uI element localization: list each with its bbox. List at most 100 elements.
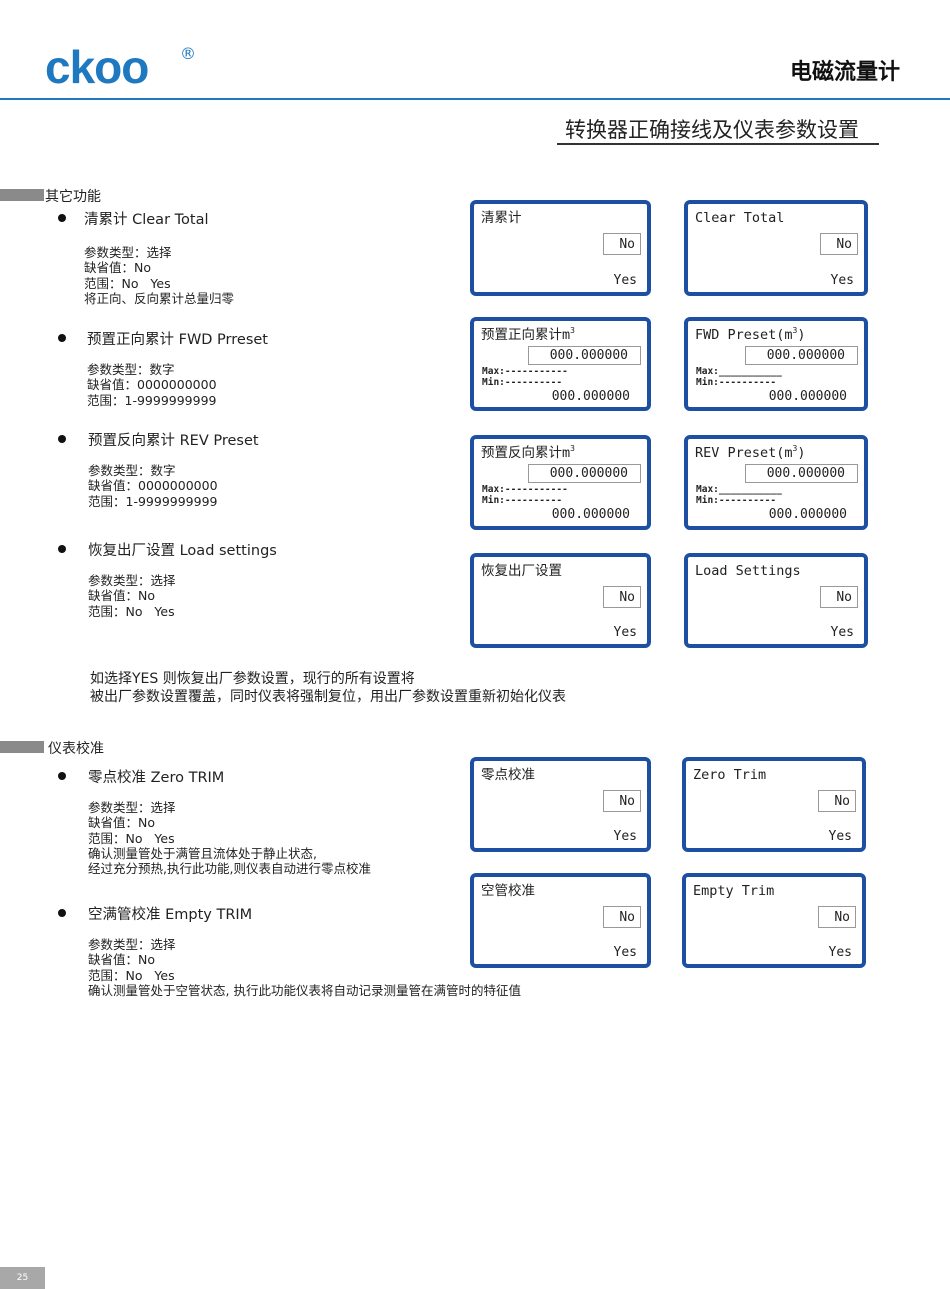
superscript: 3 <box>570 444 575 453</box>
panel-title-text: Empty Trim <box>693 883 775 899</box>
panel-title-text: Zero Trim <box>693 767 767 783</box>
section-marker <box>0 741 44 753</box>
selected-value-box[interactable]: No <box>603 906 641 928</box>
header-divider <box>0 98 950 100</box>
superscript: 3 <box>792 444 798 453</box>
item-description: 参数类型：选择 缺省值：No 范围：No Yes 将正向、反向累计总量归零 <box>84 245 235 306</box>
page-number: 25 <box>0 1267 45 1289</box>
panel-title-suffix: ) <box>797 327 806 343</box>
subtitle-underline <box>557 143 879 145</box>
current-value: 000.000000 <box>551 507 630 522</box>
panel-title: REV Preset(m3) <box>695 445 806 462</box>
current-value: 000.000000 <box>768 507 847 522</box>
section-title-other-functions: 其它功能 <box>45 189 101 205</box>
panel-title: 预置正向累计m3 <box>481 327 575 344</box>
panel-title-text: REV Preset(m <box>695 445 793 461</box>
load-settings-note: 如选择YES 则恢复出厂参数设置，现行的所有设置将 被出厂参数设置覆盖，同时仪表… <box>90 671 566 705</box>
bullet-icon <box>58 435 66 443</box>
selected-value-box[interactable]: No <box>820 586 858 608</box>
current-value: 000.000000 <box>768 389 847 404</box>
current-value: 000.000000 <box>551 389 630 404</box>
selected-value-box[interactable]: No <box>818 790 856 812</box>
page-subtitle: 转换器正确接线及仪表参数设置 <box>565 118 859 142</box>
item-title: 预置反向累计 REV Preset <box>88 433 259 449</box>
panel-title: Zero Trim <box>693 767 766 784</box>
item-description: 参数类型：数字 缺省值：0000000000 范围：1-9999999999 <box>88 463 218 509</box>
panel-title-suffix: ) <box>797 445 806 461</box>
item-title: 零点校准 Zero TRIM <box>88 770 225 786</box>
product-title: 电磁流量计 <box>789 60 900 85</box>
registered-mark: ® <box>180 44 196 63</box>
item-title: 清累计 Clear Total <box>84 212 209 228</box>
option-yes: Yes <box>613 945 637 960</box>
panel-title: Load Settings <box>695 563 801 580</box>
panel-title: 清累计 <box>481 210 522 227</box>
item-description: 参数类型：数字 缺省值：0000000000 范围：1-9999999999 <box>87 362 217 408</box>
panel-title-text: 零点校准 <box>481 767 535 783</box>
selected-value-box[interactable]: No <box>820 233 858 255</box>
panel-title-text: Clear Total <box>695 210 785 226</box>
panel-title-text: Load Settings <box>695 563 801 579</box>
min-label: Min:---------- <box>482 495 563 506</box>
option-yes: Yes <box>613 273 637 288</box>
max-label: Max:----------- <box>482 366 568 377</box>
item-description: 参数类型：选择 缺省值：No 范围：No Yes <box>88 573 176 619</box>
panel-title-text: 清累计 <box>481 210 522 226</box>
panel-title: 恢复出厂设置 <box>481 563 562 580</box>
item-title: 预置正向累计 FWD Prreset <box>87 332 268 348</box>
value-input[interactable]: 000.000000 <box>528 464 641 483</box>
section-title-calibration: 仪表校准 <box>48 741 104 757</box>
option-yes: Yes <box>828 945 852 960</box>
option-yes: Yes <box>830 625 854 640</box>
min-label: Min:---------- <box>482 377 563 388</box>
min-label: Min:---------- <box>696 495 777 506</box>
panel-title: 预置反向累计m3 <box>481 445 575 462</box>
superscript: 3 <box>570 326 575 335</box>
option-yes: Yes <box>830 273 854 288</box>
option-yes: Yes <box>613 829 637 844</box>
panel-title: 零点校准 <box>481 767 535 784</box>
option-yes: Yes <box>613 625 637 640</box>
panel-title: FWD Preset(m3) <box>695 327 806 344</box>
value-input[interactable]: 000.000000 <box>745 346 858 365</box>
value-input[interactable]: 000.000000 <box>528 346 641 365</box>
value-input[interactable]: 000.000000 <box>745 464 858 483</box>
selected-value-box[interactable]: No <box>603 586 641 608</box>
section-marker <box>0 189 44 201</box>
max-label: Max:----------- <box>482 484 568 495</box>
item-title: 空满管校准 Empty TRIM <box>88 907 253 923</box>
bullet-icon <box>58 334 66 342</box>
min-label: Min:---------- <box>696 377 777 388</box>
item-title: 恢复出厂设置 Load settings <box>88 543 277 559</box>
option-yes: Yes <box>828 829 852 844</box>
panel-title-text: 预置正向累计m <box>481 327 571 343</box>
panel-title: Empty Trim <box>693 883 774 900</box>
selected-value-box[interactable]: No <box>603 233 641 255</box>
selected-value-box[interactable]: No <box>818 906 856 928</box>
selected-value-box[interactable]: No <box>603 790 641 812</box>
panel-title-text: 恢复出厂设置 <box>481 563 562 579</box>
max-label: Max:___________ <box>696 484 782 495</box>
superscript: 3 <box>792 326 798 335</box>
panel-title: 空管校准 <box>481 883 535 900</box>
bullet-icon <box>58 214 66 222</box>
item-description: 参数类型：选择 缺省值：No 范围：No Yes 确认测量管处于满管且流体处于静… <box>88 800 371 877</box>
max-label: Max:___________ <box>696 366 782 377</box>
panel-title-text: FWD Preset(m <box>695 327 793 343</box>
panel-title-text: 预置反向累计m <box>481 445 571 461</box>
ckoo-logo: ckoo <box>45 41 149 93</box>
bullet-icon <box>58 909 66 917</box>
panel-title-text: 空管校准 <box>481 883 535 899</box>
bullet-icon <box>58 772 66 780</box>
